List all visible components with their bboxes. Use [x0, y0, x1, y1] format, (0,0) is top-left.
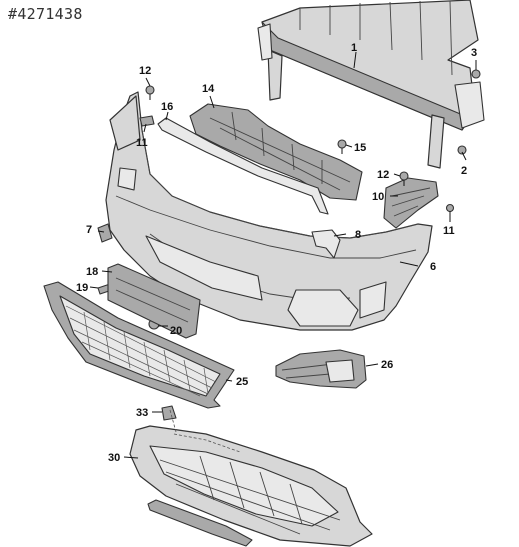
callout-12a: 12 — [139, 65, 151, 77]
leader-15 — [345, 144, 353, 148]
fog-light-grille — [275, 349, 367, 389]
callout-16: 16 — [161, 101, 173, 113]
leader-25 — [225, 379, 233, 382]
leader-18 — [101, 270, 113, 273]
callout-30: 30 — [108, 452, 120, 464]
underbody-panel — [129, 409, 373, 547]
callout-8: 8 — [355, 229, 361, 241]
screw-11b — [445, 203, 455, 218]
callout-11a: 11 — [136, 137, 148, 149]
screw-12b — [399, 171, 409, 186]
leader-19 — [89, 286, 99, 289]
callout-33: 33 — [136, 407, 148, 419]
callout-12b: 12 — [377, 169, 389, 181]
callout-26: 26 — [381, 359, 393, 371]
callout-20: 20 — [170, 325, 182, 337]
callout-10: 10 — [372, 191, 384, 203]
callout-25: 25 — [236, 376, 248, 388]
leader-30 — [123, 456, 139, 459]
trim-strip — [157, 117, 329, 215]
leader-8 — [333, 233, 347, 237]
side-bracket-left — [97, 223, 113, 243]
license-plate-bracket — [107, 263, 201, 339]
leader-2 — [461, 151, 467, 161]
lower-grille — [43, 281, 235, 409]
leader-7 — [97, 230, 105, 233]
callout-2: 2 — [461, 165, 467, 177]
callout-14: 14 — [202, 83, 215, 95]
tow-hook-cover — [311, 229, 341, 259]
leader-12b — [393, 173, 401, 177]
leader-26 — [365, 363, 379, 367]
leader-1 — [353, 51, 357, 69]
side-guide-bracket — [383, 177, 439, 229]
lower-grille-mesh — [65, 305, 217, 397]
bumper-cover — [105, 91, 433, 331]
clip-11a — [139, 115, 155, 127]
diagram-id: #4271438 — [8, 5, 83, 23]
callout-7: 7 — [86, 224, 92, 236]
leader-11a — [143, 123, 147, 133]
lower-strip — [147, 499, 253, 547]
leader-12a — [145, 77, 151, 87]
screw-3 — [471, 69, 481, 79]
callout-6: 6 — [430, 261, 436, 273]
impact-reinforcement-bar — [257, 0, 485, 169]
leader-14 — [209, 95, 215, 109]
callout-19: 19 — [76, 282, 88, 294]
leader-16 — [165, 111, 169, 121]
callout-3: 3 — [471, 47, 477, 59]
callout-15: 15 — [354, 142, 366, 154]
upper-grille-carrier — [189, 103, 363, 201]
screw-2 — [457, 145, 467, 155]
callout-1: 1 — [351, 42, 357, 54]
callout-18: 18 — [86, 266, 98, 278]
clip-33 — [161, 405, 177, 421]
screw-15 — [337, 139, 347, 154]
callout-11b: 11 — [443, 225, 455, 237]
leader-6 — [399, 261, 419, 267]
screw-12a — [145, 85, 155, 100]
